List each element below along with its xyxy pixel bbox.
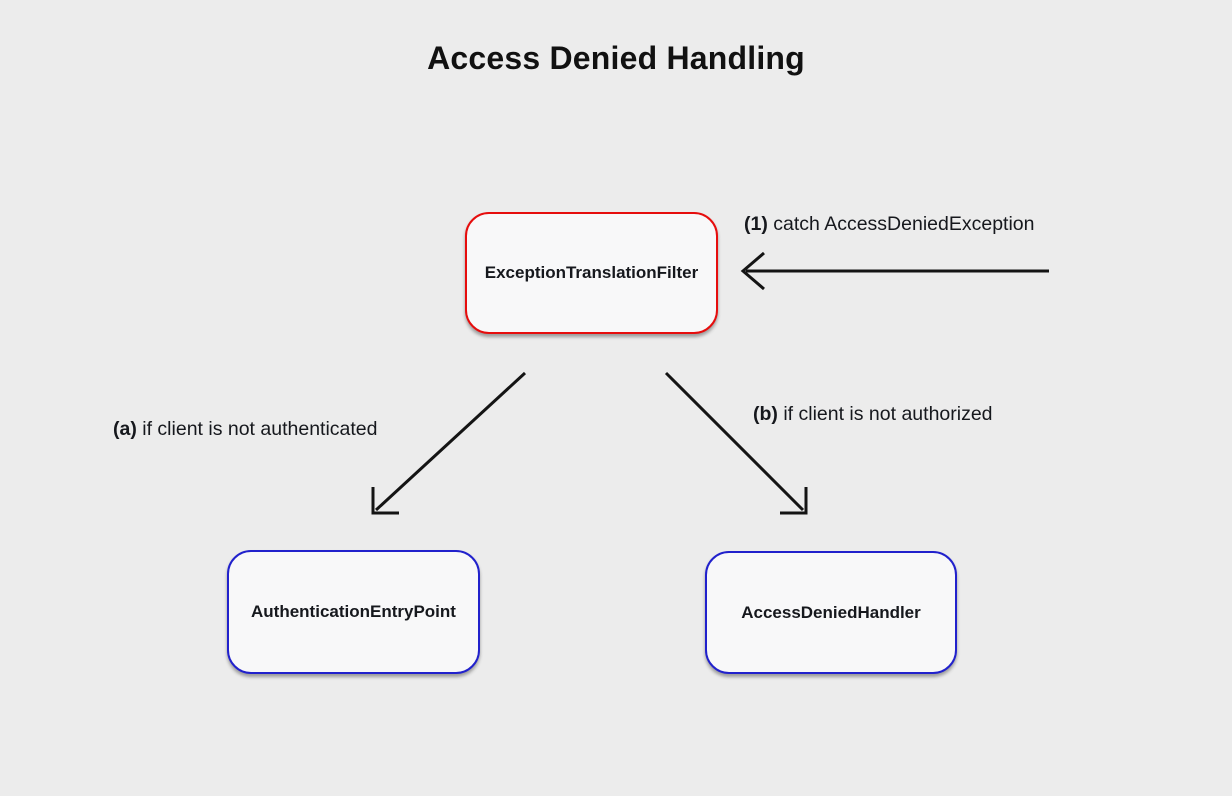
edge-label-a-text: if client is not authenticated <box>136 418 378 440</box>
diagram-title: Access Denied Handling <box>427 40 805 76</box>
edge-label-catch-text: catch AccessDeniedException <box>767 213 1035 235</box>
arrowhead-downright-icon <box>780 487 808 515</box>
node-access-denied-handler: AccessDeniedHandler <box>705 551 957 674</box>
node-exception-translation-filter: ExceptionTranslationFilter <box>465 212 718 334</box>
arrowhead-left-icon <box>740 251 765 291</box>
edge-label-not-authenticated: (a) if client is not authenticated <box>113 418 378 441</box>
edge-label-a-prefix: (a) <box>113 418 137 440</box>
arrowhead-downleft-icon <box>371 487 399 515</box>
node-access-denied-handler-label: AccessDeniedHandler <box>741 602 921 622</box>
node-authentication-entry-point-label: AuthenticationEntryPoint <box>251 602 456 621</box>
node-exception-translation-filter-label: ExceptionTranslationFilter <box>484 263 699 282</box>
edge-a-arrow <box>371 371 527 515</box>
edge-b-arrow <box>664 371 808 515</box>
edge-label-catch-exception: (1) catch AccessDeniedException <box>744 213 1035 236</box>
edge-label-catch-prefix: (1) <box>744 213 768 235</box>
edge-label-not-authorized: (b) if client is not authorized <box>753 403 993 426</box>
edge-label-b-text: if client is not authorized <box>777 403 993 425</box>
edge-catch-arrow <box>740 251 1049 291</box>
edge-label-b-prefix: (b) <box>753 403 778 425</box>
node-authentication-entry-point: AuthenticationEntryPoint <box>227 550 480 674</box>
